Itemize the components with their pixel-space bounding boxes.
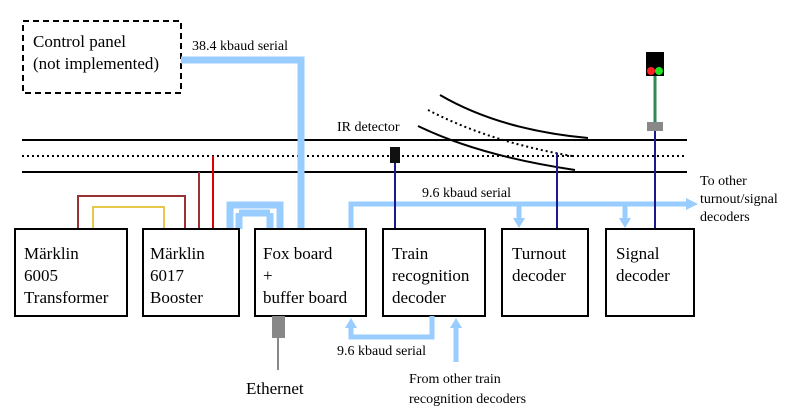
control-panel: Control panel (not implemented): [22, 20, 182, 94]
signal: [646, 52, 664, 229]
from-other-line1: From other train: [409, 372, 501, 387]
booster-line1: Märklin: [150, 244, 205, 263]
turnout-branch: [417, 94, 589, 171]
turnout-bus-arrowhead: [513, 218, 525, 228]
ethernet-connector: [272, 316, 285, 370]
serial-9k-top-label: 9.6 kbaud serial: [422, 186, 511, 201]
fox-line2: +: [263, 266, 273, 285]
signal-green-lamp: [655, 67, 663, 75]
ir-detector: [390, 147, 400, 229]
box-transformer: Märklin 6005 Transformer: [14, 228, 128, 317]
box-fox-board: Fox board + buffer board: [254, 228, 367, 317]
turnout-line1: Turnout: [512, 244, 566, 263]
transformer-line1: Märklin: [24, 244, 79, 263]
fox-booster-link: [226, 201, 284, 229]
serial-9k-bottom-link: [345, 316, 462, 362]
transformer-line3: Transformer: [24, 288, 109, 307]
power-wiring: [77, 156, 214, 229]
to-other-line2: turnout/signal: [700, 192, 778, 207]
yellow-wire: [92, 206, 165, 229]
turnout-curve-inner: [417, 125, 576, 171]
from-other-line2: recognition decoders: [409, 392, 526, 407]
control-panel-line2: (not implemented): [33, 54, 159, 73]
bus-arrowhead-right: [686, 198, 698, 210]
serial-38k-bus: [181, 56, 305, 230]
track: [22, 139, 687, 173]
booster-line2: 6017: [150, 266, 185, 285]
turnout-curve-dotted: [427, 109, 573, 157]
box-signal-decoder: Signal decoder: [605, 228, 695, 317]
box-train-recognition: Train recognition decoder: [382, 228, 486, 317]
box-turnout-decoder: Turnout decoder: [501, 228, 589, 317]
ethernet-label: Ethernet: [246, 379, 304, 398]
train-recognition-line1: Train: [392, 244, 429, 263]
to-other-line3: decoders: [700, 210, 750, 225]
ir-detector-sensor: [390, 147, 400, 163]
box-booster: Märklin 6017 Booster: [142, 228, 240, 317]
signal-line1: Signal: [616, 244, 660, 263]
signal-bus-arrowhead: [619, 218, 631, 228]
transformer-line2: 6005: [24, 266, 58, 285]
turnout-line2: decoder: [512, 266, 566, 285]
train-recognition-line3: decoder: [392, 288, 446, 307]
brown-wire-outer: [77, 195, 186, 229]
turnout-curve-outer: [439, 94, 589, 139]
train-recognition-line2: recognition: [392, 266, 470, 285]
signal-red-lamp: [647, 67, 655, 75]
control-panel-line1: Control panel: [33, 32, 126, 51]
fox-line1: Fox board: [263, 244, 333, 263]
signal-base: [647, 122, 663, 131]
serial-9k-top-bus: [348, 198, 698, 229]
serial-9k-bottom-label: 9.6 kbaud serial: [337, 344, 426, 359]
booster-line3: Booster: [150, 288, 203, 307]
signal-line2: decoder: [616, 266, 670, 285]
serial-38k-label: 38.4 kbaud serial: [192, 39, 288, 54]
from-other-arrowhead: [450, 318, 462, 328]
to-other-line1: To other: [700, 174, 747, 189]
fox-return-arrowhead: [345, 318, 357, 328]
fox-line3: buffer board: [263, 288, 348, 307]
ir-detector-label: IR detector: [337, 120, 400, 135]
ethernet-plug: [272, 316, 285, 338]
